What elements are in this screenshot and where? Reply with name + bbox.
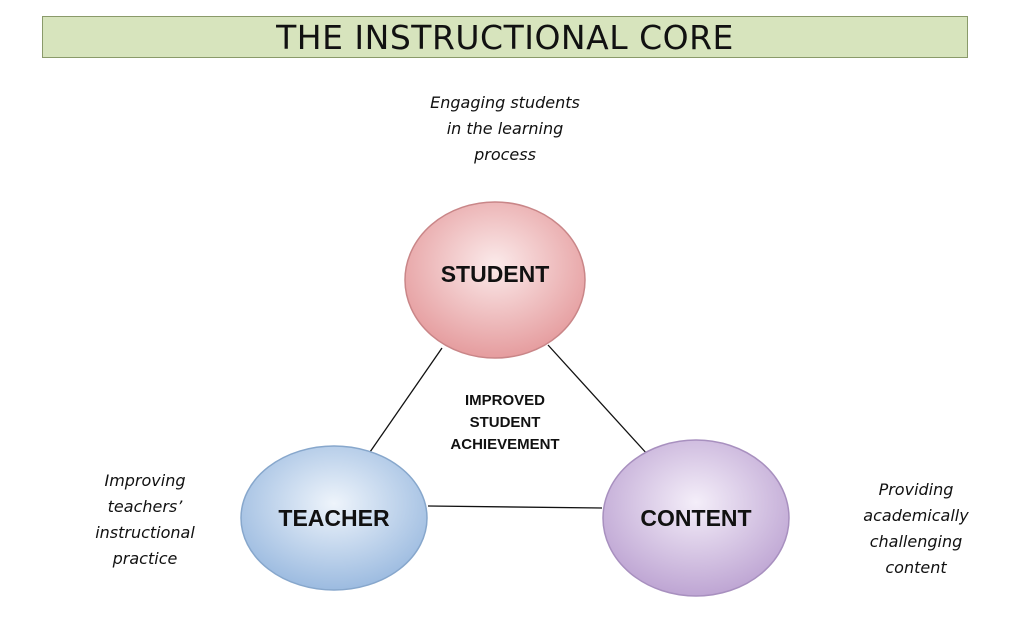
center-outcome-label: IMPROVED STUDENT ACHIEVEMENT: [420, 390, 590, 456]
caption-line: in the learning: [446, 119, 564, 138]
caption-line: Providing: [878, 480, 954, 499]
center-line: STUDENT: [469, 414, 541, 431]
teacher-label: TEACHER: [278, 504, 390, 531]
teacher-caption: Improving teachers’ instructional practi…: [70, 468, 220, 572]
title-banner: THE INSTRUCTIONAL CORE: [42, 16, 968, 58]
diagram-title: THE INSTRUCTIONAL CORE: [276, 17, 734, 57]
caption-line: content: [885, 558, 947, 577]
center-line: IMPROVED: [464, 392, 545, 409]
caption-line: challenging: [869, 532, 963, 551]
edge-student-content: [547, 344, 649, 456]
caption-line: Improving: [104, 471, 186, 490]
caption-line: instructional: [95, 523, 195, 542]
caption-line: Engaging students: [430, 93, 580, 112]
student-label: STUDENT: [440, 260, 550, 287]
caption-line: practice: [112, 549, 178, 568]
edge-teacher-content: [427, 505, 603, 509]
student-caption: Engaging students in the learning proces…: [390, 90, 620, 168]
edge-student-teacher: [369, 347, 443, 453]
caption-line: academically: [863, 506, 969, 525]
center-line: ACHIEVEMENT: [450, 436, 560, 453]
content-label: CONTENT: [640, 504, 752, 531]
teacher-node: [240, 445, 428, 591]
student-node: [404, 201, 586, 359]
caption-line: process: [474, 145, 536, 164]
content-node: [602, 439, 790, 597]
caption-line: teachers’: [107, 497, 183, 516]
content-caption: Providing academically challenging conte…: [836, 477, 996, 581]
